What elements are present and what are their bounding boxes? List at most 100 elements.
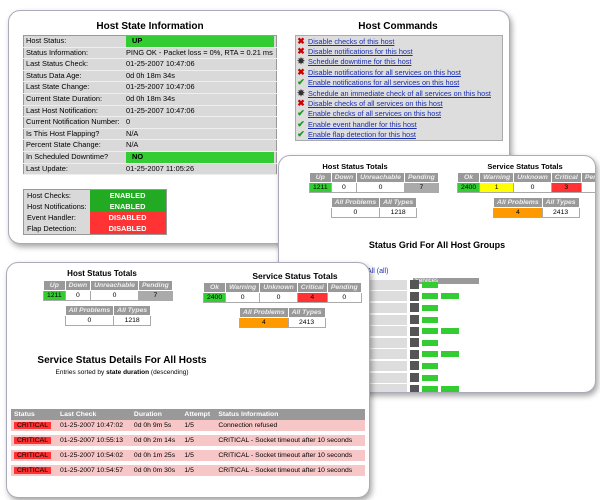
totals-header[interactable]: Critical: [550, 172, 582, 183]
totals-header[interactable]: Unknown: [259, 282, 298, 293]
totals-value[interactable]: 0: [259, 292, 298, 303]
host-detail-icon[interactable]: [410, 280, 419, 290]
host-command-item[interactable]: ✔Enable notifications for all services o…: [296, 77, 502, 88]
host-detail-icon[interactable]: [410, 291, 419, 301]
column-header[interactable]: Status: [11, 409, 57, 420]
host-grid-name-cell[interactable]: [367, 279, 407, 290]
service-ok-badge[interactable]: [422, 386, 438, 392]
totals-value[interactable]: 4: [296, 292, 328, 303]
problems-value[interactable]: 4: [493, 207, 543, 218]
host-command-link[interactable]: Enable notifications for all services on…: [308, 78, 460, 88]
service-ok-badge[interactable]: [422, 293, 438, 300]
host-grid-name-cell[interactable]: [367, 326, 407, 337]
totals-value[interactable]: 7: [403, 182, 439, 193]
totals-value[interactable]: 0: [225, 292, 261, 303]
host-command-item[interactable]: ✖Disable checks of all services on this …: [296, 98, 502, 108]
column-header[interactable]: Duration: [130, 409, 182, 420]
host-detail-icon[interactable]: [410, 303, 419, 313]
totals-header[interactable]: Pending: [403, 172, 439, 183]
host-command-link[interactable]: Disable notifications for all services o…: [308, 67, 461, 77]
host-command-link[interactable]: Enable event handler for this host: [308, 119, 417, 129]
service-ok-badge[interactable]: [422, 328, 438, 335]
host-detail-icon[interactable]: [410, 315, 419, 325]
totals-value[interactable]: 1211: [309, 182, 332, 193]
host-command-item[interactable]: ✔Enable event handler for this host: [296, 119, 502, 129]
problems-header[interactable]: All Types: [287, 307, 326, 318]
host-detail-icon[interactable]: [410, 373, 419, 383]
totals-value[interactable]: 0: [64, 290, 92, 301]
service-ok-badge[interactable]: [441, 351, 459, 358]
column-header[interactable]: Last Check: [56, 409, 131, 420]
totals-header[interactable]: Pending: [580, 172, 595, 183]
host-command-link[interactable]: Schedule downtime for this host: [308, 57, 412, 67]
host-command-item[interactable]: ✸Schedule an immediate check of all serv…: [296, 88, 502, 98]
totals-header[interactable]: Down: [64, 280, 92, 291]
host-grid-name-cell[interactable]: [367, 302, 407, 313]
totals-value[interactable]: 0: [580, 182, 595, 193]
all-link[interactable]: All (all): [367, 268, 389, 275]
host-command-item[interactable]: ✸Schedule downtime for this host: [296, 56, 502, 67]
host-command-link[interactable]: Enable flap detection for this host: [308, 130, 416, 140]
problems-header[interactable]: All Types: [113, 305, 152, 316]
host-command-link[interactable]: Disable checks of this host: [308, 36, 395, 46]
service-ok-badge[interactable]: [422, 339, 438, 346]
host-detail-icon[interactable]: [410, 326, 419, 336]
service-ok-badge[interactable]: [441, 328, 459, 335]
problems-header[interactable]: All Problems: [330, 197, 381, 208]
host-grid-name-cell[interactable]: [367, 337, 407, 348]
totals-value[interactable]: 7: [137, 290, 173, 301]
totals-value[interactable]: 0: [326, 292, 362, 303]
totals-value[interactable]: 0: [513, 182, 552, 193]
problems-value[interactable]: 4: [239, 317, 289, 328]
service-ok-badge[interactable]: [422, 316, 438, 323]
host-command-item[interactable]: ✔Enable flap detection for this host: [296, 129, 502, 140]
host-grid-name-cell[interactable]: [367, 349, 407, 360]
totals-value[interactable]: 0: [330, 182, 358, 193]
host-command-item[interactable]: ✖Disable notifications for all services …: [296, 67, 502, 77]
host-command-link[interactable]: Enable checks of all services on this ho…: [308, 109, 442, 119]
host-command-link[interactable]: Disable checks of all services on this h…: [308, 99, 443, 109]
totals-header[interactable]: Critical: [296, 282, 328, 293]
host-detail-icon[interactable]: [410, 349, 419, 359]
totals-header[interactable]: Unreachable: [356, 172, 405, 183]
totals-header[interactable]: Up: [309, 172, 332, 183]
totals-value[interactable]: 1211: [43, 290, 66, 301]
host-command-item[interactable]: ✖Disable notifications for this host: [296, 46, 502, 56]
totals-header[interactable]: Unknown: [513, 172, 552, 183]
column-header[interactable]: Attempt: [181, 409, 216, 420]
service-ok-badge[interactable]: [422, 362, 438, 369]
host-detail-icon[interactable]: [410, 338, 419, 348]
problems-value[interactable]: 1218: [379, 207, 418, 218]
problems-value[interactable]: 1218: [113, 315, 152, 326]
host-grid-name-cell[interactable]: [367, 384, 407, 392]
problems-value[interactable]: 0: [64, 315, 115, 326]
host-grid-name-cell[interactable]: [367, 360, 407, 371]
host-command-item[interactable]: ✖Disable checks of this host: [296, 36, 502, 46]
totals-header[interactable]: Up: [43, 280, 66, 291]
host-detail-icon[interactable]: [410, 361, 419, 371]
host-command-item[interactable]: ✔Enable checks of all services on this h…: [296, 108, 502, 119]
host-grid-name-cell[interactable]: [367, 291, 407, 302]
problems-header[interactable]: All Problems: [493, 197, 543, 208]
totals-header[interactable]: Warning: [225, 282, 261, 293]
service-ok-badge[interactable]: [422, 351, 438, 358]
totals-header[interactable]: Ok: [202, 282, 227, 293]
totals-header[interactable]: Ok: [456, 172, 481, 183]
totals-value[interactable]: 1: [479, 182, 515, 193]
column-header[interactable]: Status Information: [215, 409, 365, 420]
host-grid-name-cell[interactable]: [367, 314, 407, 325]
host-command-link[interactable]: Schedule an immediate check of all servi…: [308, 88, 491, 98]
host-command-link[interactable]: Disable notifications for this host: [308, 47, 413, 57]
totals-header[interactable]: Pending: [137, 280, 173, 291]
host-grid-name-cell[interactable]: [367, 372, 407, 383]
totals-header[interactable]: Unreachable: [90, 280, 139, 291]
problems-value[interactable]: 0: [330, 207, 381, 218]
problems-header[interactable]: All Problems: [64, 305, 115, 316]
service-ok-badge[interactable]: [422, 374, 438, 381]
totals-value[interactable]: 0: [356, 182, 405, 193]
totals-header[interactable]: Down: [330, 172, 358, 183]
problems-value[interactable]: 2413: [287, 317, 326, 328]
totals-value[interactable]: 0: [90, 290, 139, 301]
totals-value[interactable]: 3: [550, 182, 582, 193]
host-detail-icon[interactable]: [410, 384, 419, 392]
